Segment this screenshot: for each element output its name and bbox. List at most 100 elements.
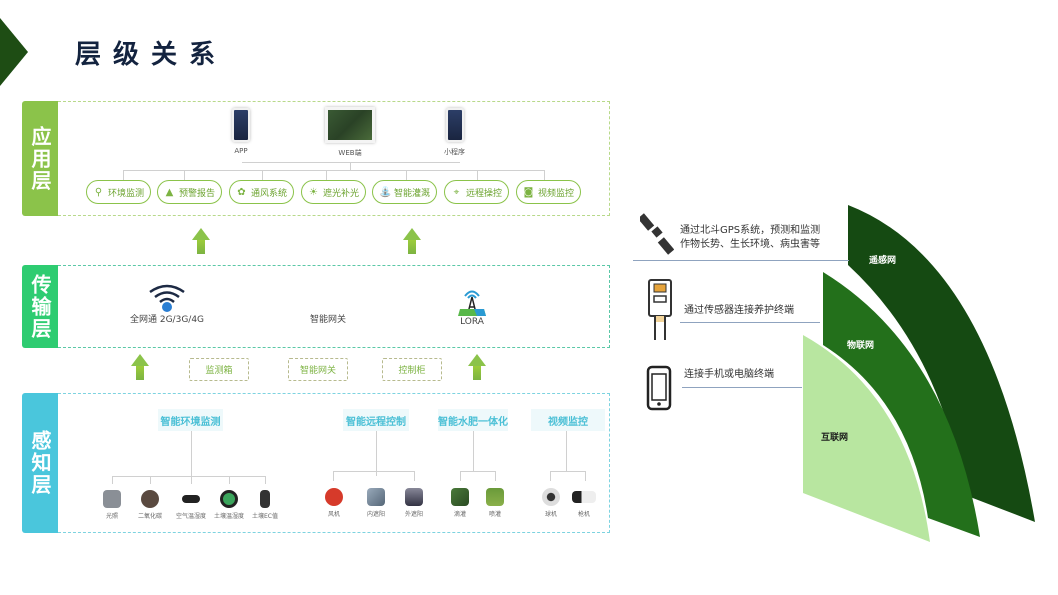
device-label: 滴灌 (453, 511, 466, 518)
right-item-line: 通过北斗GPS系统，预测和监测 (680, 225, 821, 236)
function-video-surveillance[interactable]: ◙ 视频监控 (516, 180, 581, 204)
fan-device-icon (325, 488, 343, 506)
connector-line (550, 471, 551, 481)
function-shading-lighting[interactable]: ☀ 遮光补光 (301, 180, 366, 204)
function-label: 通风系统 (250, 188, 287, 199)
divider-line (633, 260, 849, 261)
group-label: 视频监控 (548, 416, 588, 428)
device-label: 光照 (105, 513, 118, 520)
group-remote-control: 智能远程控制 (343, 409, 409, 431)
group-label: 智能环境监测 (160, 416, 221, 428)
device-label: 土壤温湿度 (213, 513, 244, 520)
fan-icon: ✿ (237, 186, 246, 198)
device-bullet-camera: 枪机 (564, 488, 604, 518)
function-smart-irrigation[interactable]: ⛲ 智能灌溉 (372, 180, 437, 204)
right-item-line: 通过传感器连接养护终端 (684, 305, 794, 316)
wedge-iot (823, 272, 980, 537)
network-wedges (803, 205, 1035, 542)
arrow-up-icon (403, 228, 421, 254)
device-soil-sensor: 土壤温湿度 (209, 490, 249, 520)
layer-tab-application: 应用层 (22, 101, 58, 216)
gateway-icon (308, 290, 348, 312)
arrow-up-icon (131, 354, 149, 380)
connector-line (150, 476, 151, 484)
connector-line (229, 476, 230, 484)
transport-lora: LORA (458, 287, 486, 327)
transport-label: LORA (460, 317, 484, 327)
connector-line (460, 471, 461, 481)
divider-line (682, 387, 802, 388)
irrigation-icon: ⛲ (378, 186, 392, 198)
device-outer-shade: 外遮阳 (394, 488, 434, 518)
connector-label: 监测箱 (205, 366, 233, 376)
connector-line (406, 170, 407, 180)
connector-line (333, 471, 415, 472)
perception-layer-box (58, 393, 610, 533)
device-label: 风机 (327, 511, 340, 518)
corner-accent-triangle (0, 18, 28, 86)
connector-line (112, 476, 113, 484)
wedge-remote-sensing (848, 205, 1035, 522)
device-label: 外遮阳 (404, 511, 423, 518)
light-sensor-icon (103, 490, 121, 508)
layer-tab-transport: 传输层 (22, 265, 58, 348)
connector-line (495, 471, 496, 481)
connector-line (262, 170, 263, 180)
divider-line (680, 322, 820, 323)
function-environment-monitoring[interactable]: ⚲ 环境监测 (86, 180, 151, 204)
group-label: 智能水肥一体化 (438, 416, 508, 428)
right-item-text-2: 通过传感器连接养护终端 (684, 304, 794, 318)
function-remote-control[interactable]: ⌖ 远程操控 (444, 180, 509, 204)
wifi-icon (149, 284, 185, 312)
layer-label-perception: 感知层 (28, 430, 52, 496)
right-item-text-1: 通过北斗GPS系统，预测和监测 作物长势、生长环境、病虫害等 (680, 224, 820, 252)
function-label: 远程操控 (465, 188, 502, 199)
page-title: 层级关系 (75, 40, 228, 70)
connector-line (376, 431, 377, 476)
client-label: 小程序 (444, 148, 465, 156)
function-ventilation[interactable]: ✿ 通风系统 (229, 180, 294, 204)
tablet-icon (325, 107, 375, 143)
client-label: WEB端 (338, 149, 362, 157)
lora-tower-icon (458, 290, 486, 316)
connector-line (265, 476, 266, 484)
alarm-icon: ▲ (165, 186, 174, 198)
device-label: 枪机 (577, 511, 590, 518)
connector-line (112, 476, 266, 477)
device-air-sensor: 空气温湿度 (171, 490, 211, 520)
connector-line (544, 170, 545, 180)
arrow-up-icon (192, 228, 210, 254)
function-label: 视频监控 (537, 188, 574, 199)
device-label: 内遮阳 (366, 511, 385, 518)
phone-icon (232, 108, 250, 142)
layer-label-application: 应用层 (28, 125, 52, 192)
wedge-label-internet: 互联网 (821, 433, 849, 443)
device-fan: 风机 (314, 488, 354, 518)
connector-line (184, 170, 185, 180)
soil-sensor-icon (220, 490, 238, 508)
camera-icon: ◙ (523, 186, 534, 198)
connector-label: 智能网关 (299, 366, 336, 376)
mouse-icon: ⌖ (453, 186, 460, 198)
connector-control-cabinet: 控制柜 (382, 358, 442, 381)
connector-line (550, 471, 585, 472)
client-web: WEB端 (325, 107, 375, 158)
function-alarm-report[interactable]: ▲ 预警报告 (157, 180, 222, 204)
arrow-up-icon (468, 354, 486, 380)
monitor-icon: ⚲ (94, 186, 103, 198)
device-label: 喷灌 (488, 511, 501, 518)
dome-camera-icon (542, 488, 560, 506)
client-app: APP (232, 108, 250, 155)
client-label: APP (234, 147, 248, 155)
group-label: 智能远程控制 (346, 416, 406, 428)
connector-line (242, 162, 460, 163)
right-item-line: 连接手机或电脑终端 (684, 369, 774, 380)
device-label: 土壤EC值 (252, 513, 278, 520)
connector-line (191, 431, 192, 476)
bullet-camera-icon (572, 491, 596, 503)
air-sensor-icon (182, 495, 200, 503)
connector-line (566, 431, 567, 471)
connector-line (123, 170, 124, 180)
spray-irrigation-icon (486, 488, 504, 506)
co2-sensor-icon (141, 490, 159, 508)
